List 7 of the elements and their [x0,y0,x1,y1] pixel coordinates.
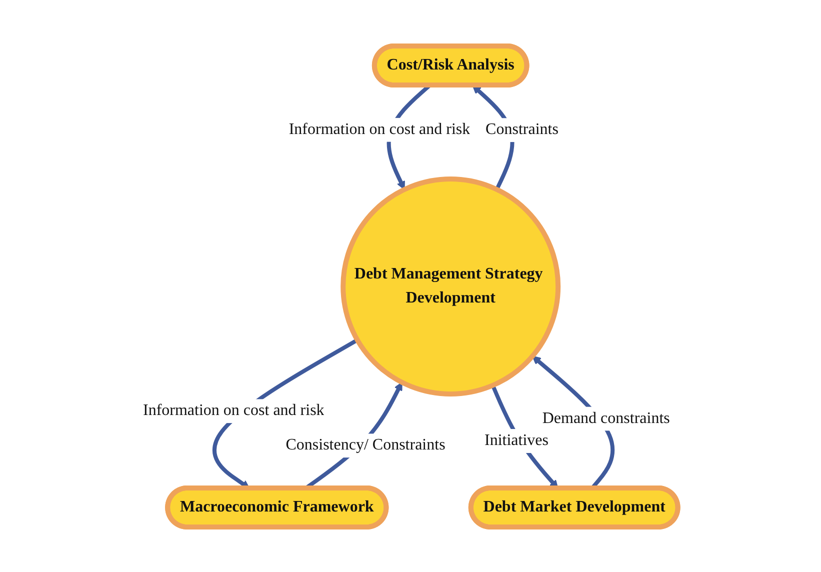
edge-label: Information on cost and risk [143,402,324,419]
edge-label: Demand constraints [542,409,670,426]
node-circle: Debt Management Strategy Development [340,176,561,396]
edge-label: Information on cost and risk [288,120,470,138]
edge-label: Initiatives [484,431,549,448]
edge-label: Constraints [486,120,559,138]
edge-label: Consistency/ Constraints [286,436,446,454]
